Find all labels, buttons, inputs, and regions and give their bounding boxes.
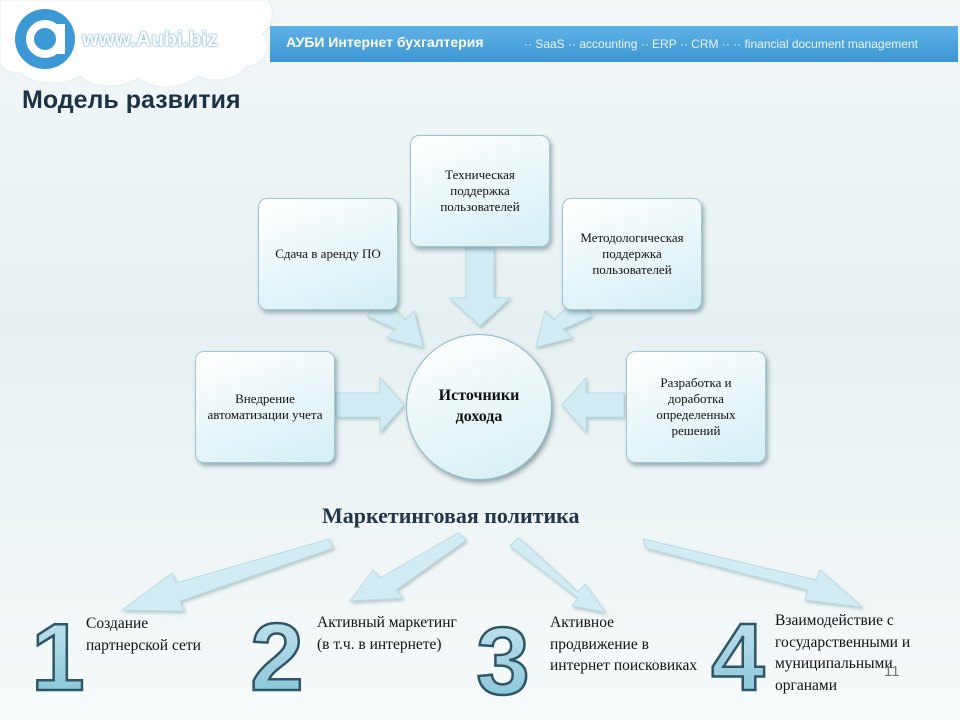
arrow-automation [335, 376, 405, 434]
number-2-text: 2 [250, 606, 303, 702]
header-tags: ·· SaaS ·· accounting ·· ERP ·· CRM ·· ·… [524, 37, 918, 51]
logo-url[interactable]: www.Aubi.biz [82, 28, 218, 51]
logo-icon[interactable] [14, 8, 76, 70]
node-automation: Внедрение автоматизации учета [195, 351, 335, 463]
number-1-text: 1 [31, 606, 84, 702]
node-tech-support: Техническая поддержка пользователей [410, 135, 550, 247]
marketing-title: Маркетинговая политика [322, 503, 580, 528]
node-method-support: Методологическая поддержка пользователей [562, 198, 702, 310]
number-4: 4 [710, 606, 766, 702]
number-3: 3 [475, 610, 531, 706]
arrow-tech-support [448, 247, 512, 327]
arrow-item-2 [348, 532, 467, 602]
header-bar: АУБИ Интернет бухгалтерия ·· SaaS ·· acc… [270, 26, 958, 62]
arrow-development [561, 376, 625, 434]
number-3-text: 3 [476, 610, 529, 706]
marketing-item-2: Активный маркетинг (в т.ч. в интернете) [317, 614, 457, 653]
number-2: 2 [249, 606, 305, 702]
page-number: 11 [884, 663, 900, 680]
center-label: Источники дохода [438, 387, 520, 425]
node-rent: Сдача в аренду ПО [258, 198, 398, 310]
marketing-item-1: Создание партнерской сети [86, 615, 201, 654]
page-title: Модель развития [22, 86, 241, 114]
number-1: 1 [30, 606, 86, 702]
node-center-income: Источники дохода [406, 334, 552, 480]
arrow-item-3 [509, 537, 607, 613]
arrow-item-1 [120, 538, 334, 612]
number-4-text: 4 [711, 606, 764, 702]
header-title: АУБИ Интернет бухгалтерия [286, 34, 484, 50]
marketing-item-4: Взаимодействие с государственными и муни… [775, 612, 911, 695]
marketing-item-3: Активное продвижение в интернет поискови… [550, 614, 698, 675]
arrow-item-4 [642, 538, 864, 608]
node-development: Разработка и доработка определенных реше… [626, 351, 766, 463]
